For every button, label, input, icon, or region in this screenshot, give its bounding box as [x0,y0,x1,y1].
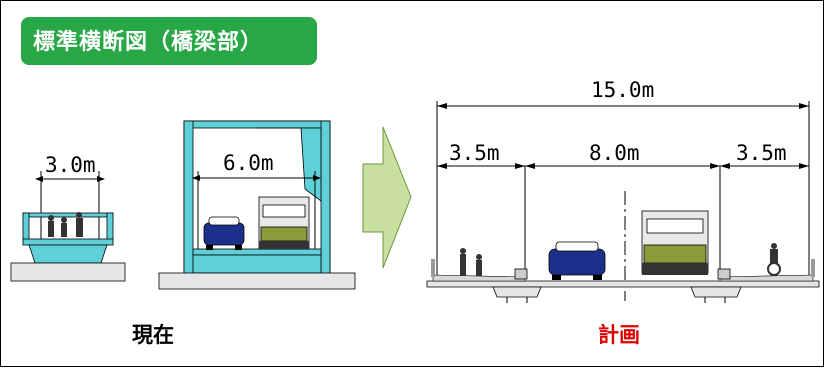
planned-caption: 計画 [598,323,640,347]
figure-title: 標準横断図（橋梁部） [33,30,264,55]
planned-cross-section [426,101,820,303]
car-icon [203,216,245,250]
planned-left-sidewalk-width: 3.5m [449,141,500,165]
current-footbridge [10,171,126,282]
planned-roadway-width: 8.0m [589,141,640,165]
truck-icon [258,196,310,250]
planned-total-width: 15.0m [591,78,655,102]
title-banner: 標準横断図（橋梁部） [21,17,317,65]
cyclist-icon [767,243,781,276]
arrow-right-icon [362,126,412,269]
current-caption: 現在 [132,323,174,347]
current-box-bridge [158,120,356,290]
car-icon [548,241,606,280]
truck-icon [641,210,709,275]
pedestrian-icon [48,212,83,237]
current-roadway-width: 6.0m [223,151,274,175]
current-footbridge-width: 3.0m [45,153,96,177]
pedestrian-icon [460,248,482,276]
planned-right-sidewalk-width: 3.5m [736,141,787,165]
